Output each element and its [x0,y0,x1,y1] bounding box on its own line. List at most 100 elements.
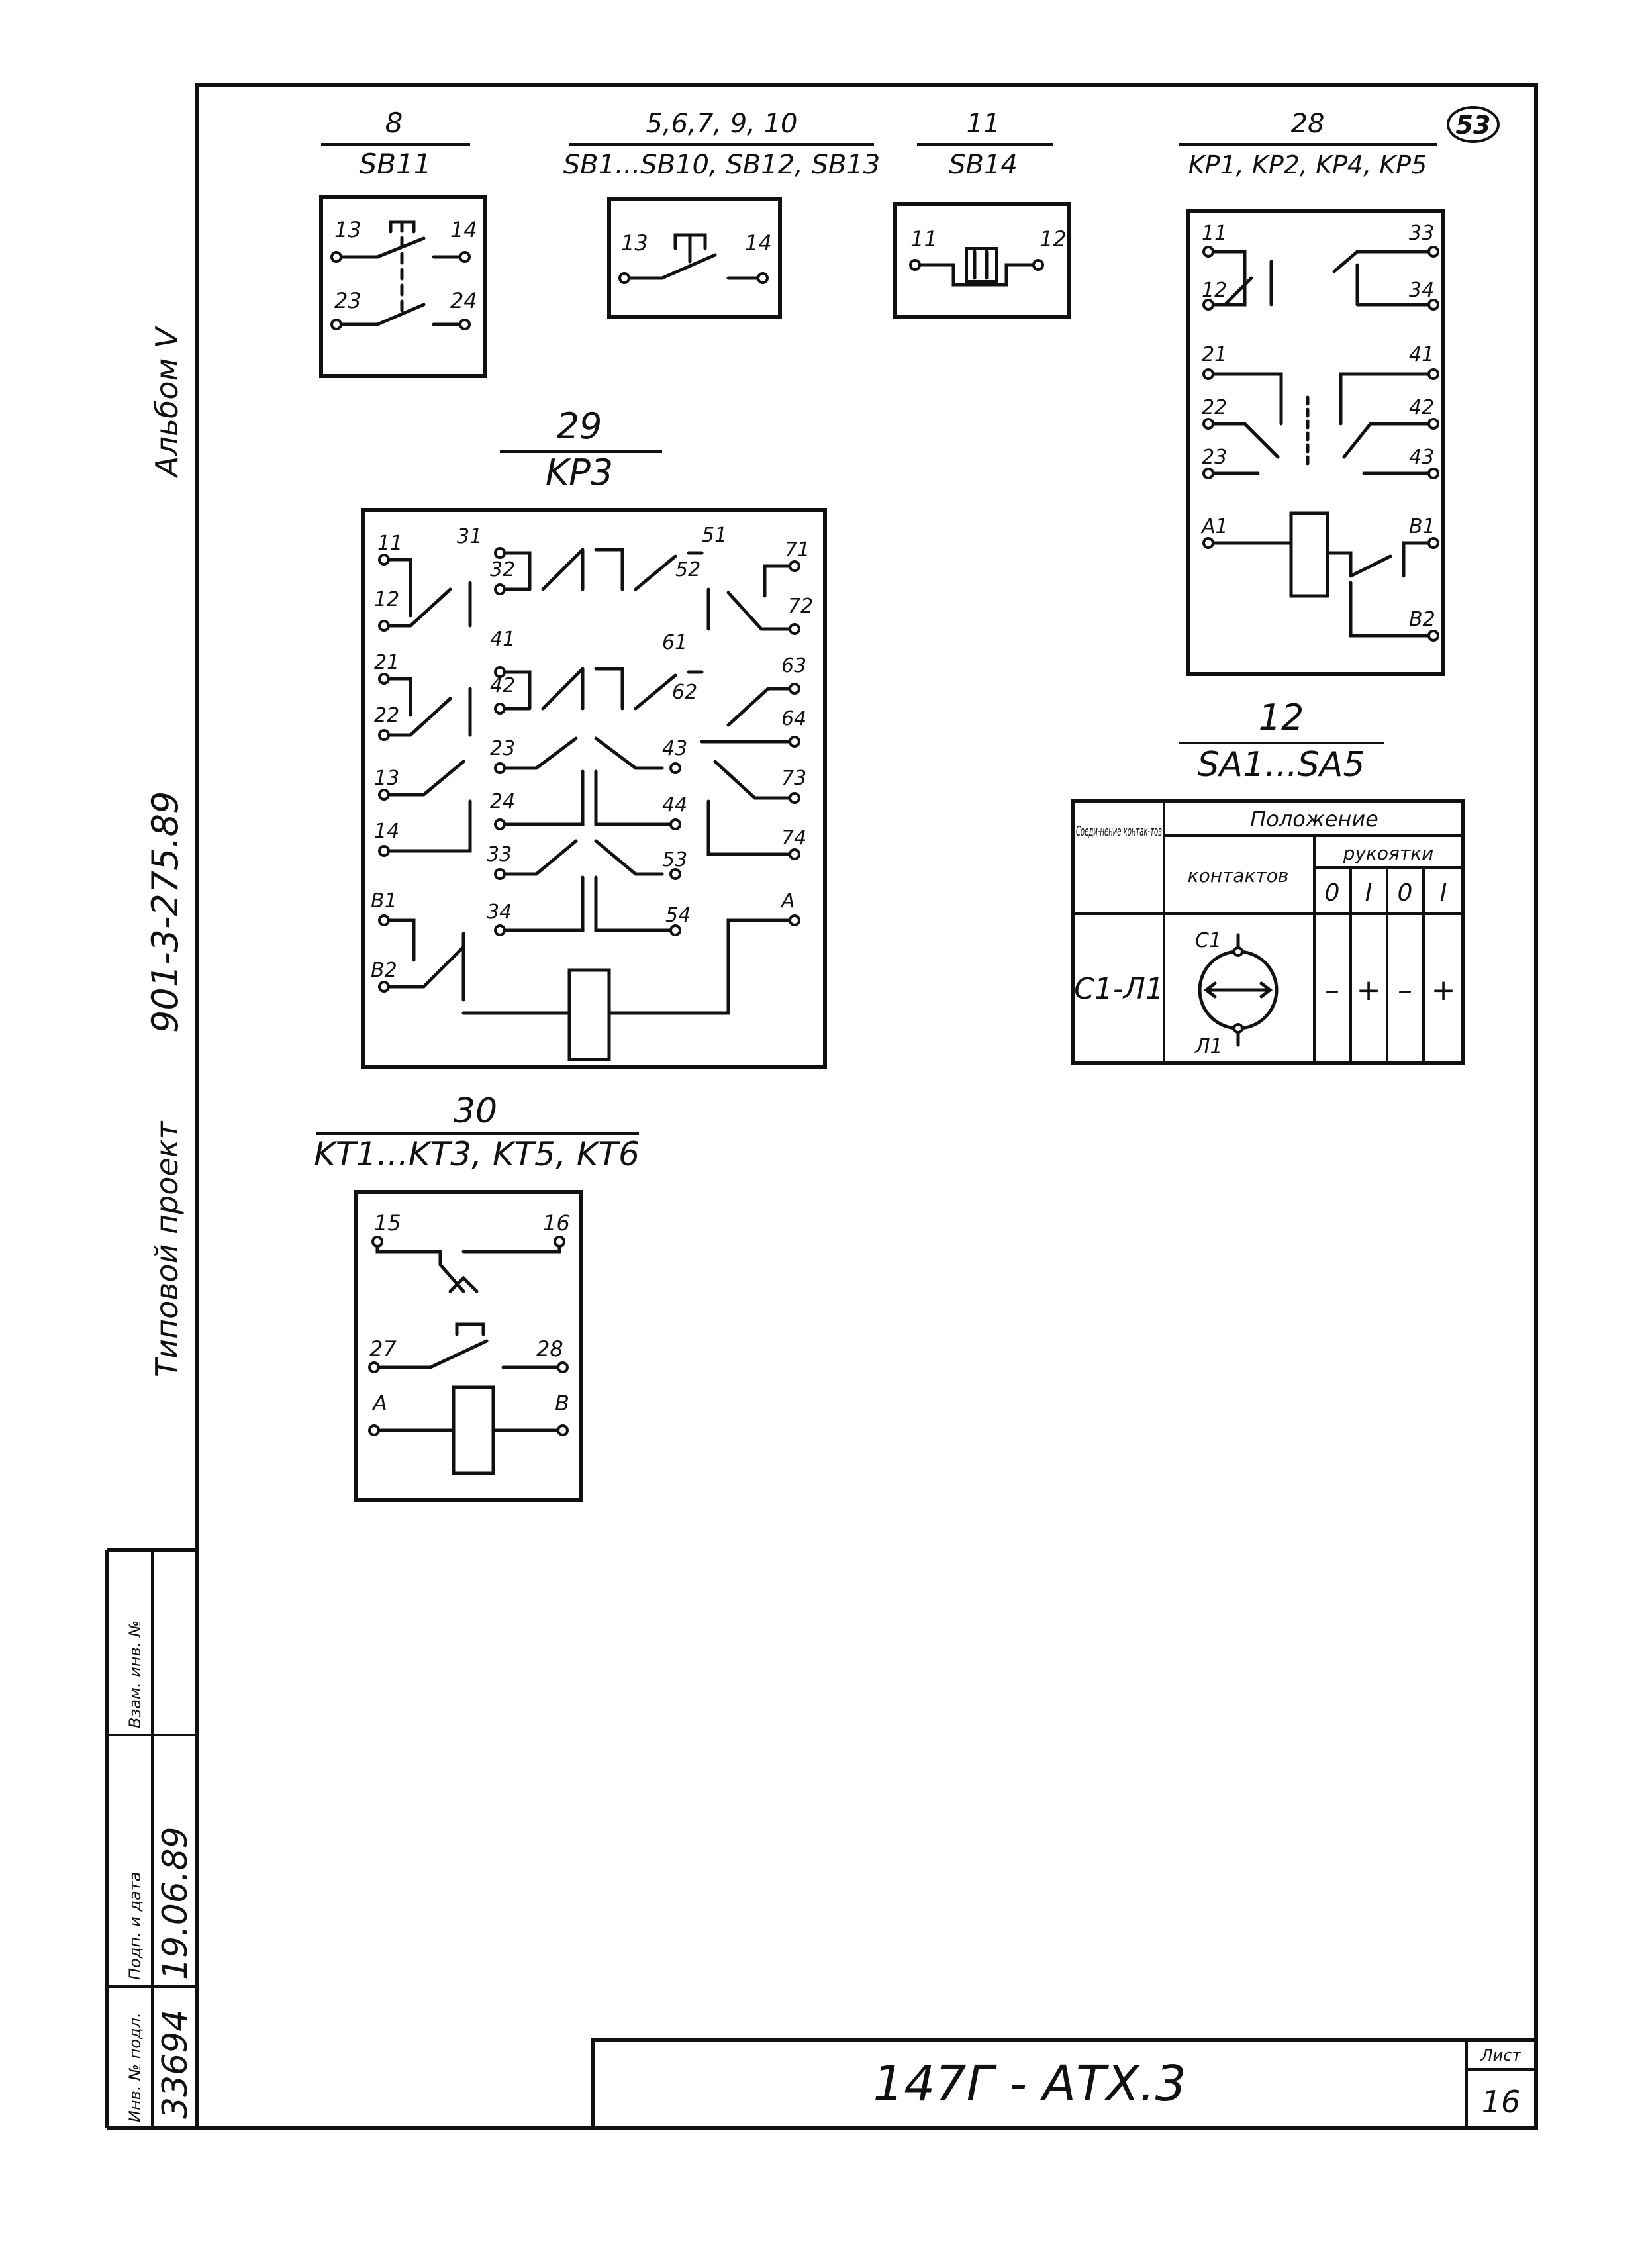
block-sa1-sa5: 12 SA1...SA5 Соеди-нение контак-тов Поло… [1071,697,1465,1065]
project-label: Типовой проект [149,1121,185,1377]
terminal-label: 23 [490,737,515,760]
terminal-label: A [780,889,795,912]
terminal-label: 32 [490,558,515,581]
block-kp1: 28 KP1, KP2, KP4, KP5 11 33 12 34 21 41 … [1179,109,1445,676]
terminal-label: 42 [1409,396,1434,419]
album-label: Альбом V [149,325,185,479]
block-number: 28 [1291,109,1325,139]
state-cell: + [1431,973,1456,1007]
terminal-label: 52 [675,558,700,581]
terminal-label: 13 [374,767,399,790]
block-name: SB11 [360,148,432,180]
terminal-label: 11 [377,532,403,555]
terminal-label: 22 [1202,396,1227,419]
terminal-label: 33 [487,843,512,866]
block-sb14: 11 SB14 11 12 [893,109,1071,319]
sheet-number: 16 [1482,2084,1521,2120]
terminal-label: B [555,1391,569,1416]
terminal-label: 62 [672,681,697,704]
block-name: SB1...SB10, SB12, SB13 [563,150,880,180]
terminal-label: 63 [781,654,806,677]
position-label: 0 [1398,879,1413,907]
switch-table: Соеди-нение контак-тов Положение контакт… [1071,799,1465,1065]
terminal-label: 13 [334,217,362,242]
block-number: 30 [454,1091,497,1131]
terminal-label: 14 [745,230,772,256]
terminal-label: 41 [1409,343,1434,366]
stamp-sign-label: Подп. и дата [126,1872,144,1981]
block-name: KT1...KT3, KT5, KT6 [314,1135,640,1173]
contact-c1: C1 [1195,929,1222,952]
terminal-label: 42 [490,674,515,697]
terminal-label: 53 [662,848,687,871]
terminal-label: 23 [1202,446,1227,469]
terminal-label: B2 [371,959,397,982]
state-cell: + [1357,973,1381,1007]
terminal-label: 11 [910,226,938,252]
state-cell: – [1398,973,1412,1007]
terminal-label: 73 [781,767,806,790]
terminal-label: 54 [665,904,691,927]
terminal-label: 64 [781,707,806,730]
sheet-mark-number: 53 [1456,111,1491,140]
block-number: 29 [557,405,603,447]
position-label: I [1365,879,1373,907]
block-name: KP3 [546,452,613,493]
terminal-label: 12 [1202,279,1227,302]
document-code: 147Г - АТХ.3 [873,2055,1186,2112]
terminal-label: 41 [490,628,515,651]
terminal-label: 44 [662,793,687,816]
block-kt: 30 KT1...KT3, KT5, KT6 15 16 27 28 A B [314,1091,640,1502]
sheet-label: Лист [1480,2046,1522,2065]
terminal-label: 27 [369,1336,397,1361]
terminal-label: 34 [1409,279,1434,302]
terminal-label: 74 [781,826,806,850]
terminal-label: 21 [1202,343,1227,366]
block-name: KP1, KP2, KP4, KP5 [1188,150,1427,179]
terminal-label: 24 [490,790,515,813]
terminal-label: 34 [487,901,512,924]
terminal-label: 11 [1202,222,1227,245]
terminal-label: 15 [374,1210,401,1236]
block-name: SA1...SA5 [1198,745,1365,785]
terminal-label: 31 [457,525,482,548]
terminal-label: 43 [1409,446,1434,469]
block-sb11: 8 SB11 13 14 23 24 [319,107,487,378]
terminal-label: 13 [621,230,648,256]
contact-l1: Л1 [1194,1035,1223,1058]
position-label: I [1440,879,1447,907]
stamp-inv-value: 33694 [156,2010,195,2119]
terminal-label: 21 [374,651,399,674]
sheet-mark-oval [1447,106,1500,143]
stamp-inv-label: Инв. № подл. [126,2012,144,2122]
terminal-label: B2 [1409,608,1435,631]
block-name: SB14 [949,150,1018,180]
terminal-label: 61 [662,631,687,654]
terminal-label: A1 [1200,515,1228,538]
terminal-label: 24 [450,288,477,313]
terminal-label: 51 [702,524,727,547]
terminal-label: 72 [788,595,813,618]
block-number: 5,6,7, 9, 10 [646,109,798,139]
table-head-contacts: контактов [1188,865,1289,887]
block-number: 12 [1259,697,1304,738]
block-number: 11 [967,109,1000,139]
terminal-label: A [371,1391,387,1416]
position-label: 0 [1325,879,1340,907]
project-code: 901-3-275.89 [144,791,186,1033]
table-head-position: Положение [1250,807,1378,832]
block-sb1-sb13: 5,6,7, 9, 10 SB1...SB10, SB12, SB13 13 1… [563,109,880,319]
block-number: 8 [385,107,403,139]
block-kp3: 29 KP3 11 31 51 71 32 52 12 72 41 61 21 … [361,405,827,1069]
terminal-label: B1 [371,889,397,912]
stamp-sign-value: 19.06.89 [156,1826,195,1980]
terminal-label: 28 [536,1336,563,1361]
stamp-replace-label: Взам. инв. № [126,1620,144,1728]
terminal-label: 71 [785,538,810,562]
table-head-connection: Соеди-нение контак-тов [1076,823,1162,839]
table-head-handle: рукоятки [1343,842,1434,864]
terminal-label: B1 [1409,515,1435,538]
terminal-label: 33 [1409,222,1434,245]
terminal-label: 12 [1039,226,1067,252]
